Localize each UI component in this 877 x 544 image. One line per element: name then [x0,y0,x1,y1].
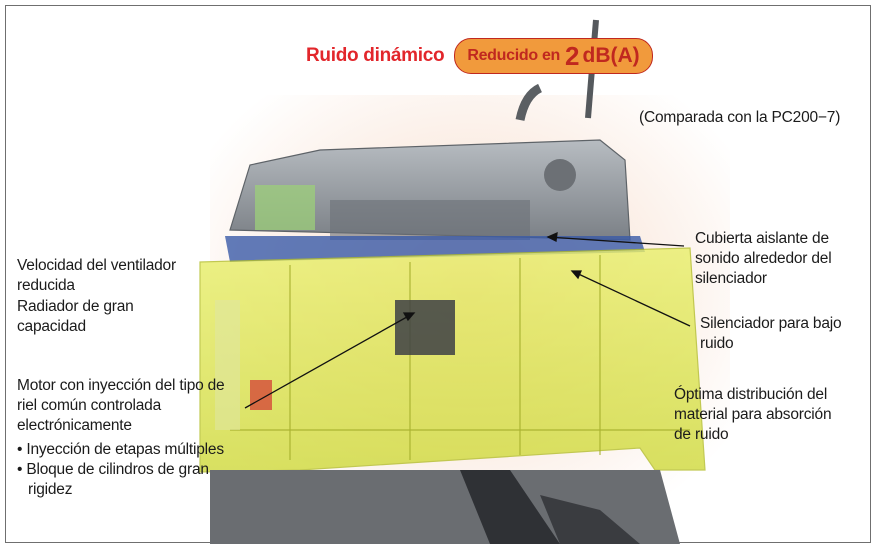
label-line: electrónicamente [17,417,132,434]
label-line: Óptima distribución del [674,386,828,403]
label-line: sonido alrededor del [695,250,832,267]
label-line: reducida [17,277,75,294]
label-line: rigidez [28,481,73,498]
label-line: Silenciador para bajo [700,315,842,332]
label-line: de ruido [674,426,729,443]
label-muffler: Silenciador para bajo ruido [700,314,842,354]
label-line: Velocidad del ventilador [17,257,176,274]
leader-line-muffler [571,270,691,327]
label-line: ruido [700,335,734,352]
title-text: Ruido dinámico [306,45,445,66]
label-cover: Cubierta aislante de sonido alrededor de… [695,229,832,289]
badge-text: Reducido en [467,47,561,64]
label-line: Radiador de gran [17,298,134,315]
label-line: riel común controlada [17,397,161,414]
label-line: silenciador [695,270,767,287]
leader-line-cover [547,236,685,247]
label-radiator: Radiador de gran capacidad [17,297,134,337]
label-line: • Inyección de etapas múltiples [17,441,224,458]
machine-body-shape [199,247,706,473]
badge-unit: dB(A) [582,44,640,67]
label-line: material para absorción [674,406,832,423]
label-line: • Bloque de cilindros de gran [17,461,209,478]
reduction-badge: Reducido en 2 dB(A) [454,38,653,74]
label-engine-features: • Inyección de etapas múltiples • Bloque… [17,440,224,500]
comparison-note: (Comparada con la PC200−7) [639,109,841,126]
badge-value: 2 [565,40,580,71]
label-material: Óptima distribución del material para ab… [674,385,832,445]
label-line: capacidad [17,318,86,335]
leader-line-engine [244,312,415,409]
label-line: Motor con inyección del tipo de [17,377,225,394]
label-fan-speed: Velocidad del ventilador reducida [17,256,176,296]
label-engine: Motor con inyección del tipo de riel com… [17,376,225,436]
label-line: Cubierta aislante de [695,230,829,247]
dynamic-noise-title: Ruido dinámico Reducido en 2 dB(A) [306,38,653,74]
